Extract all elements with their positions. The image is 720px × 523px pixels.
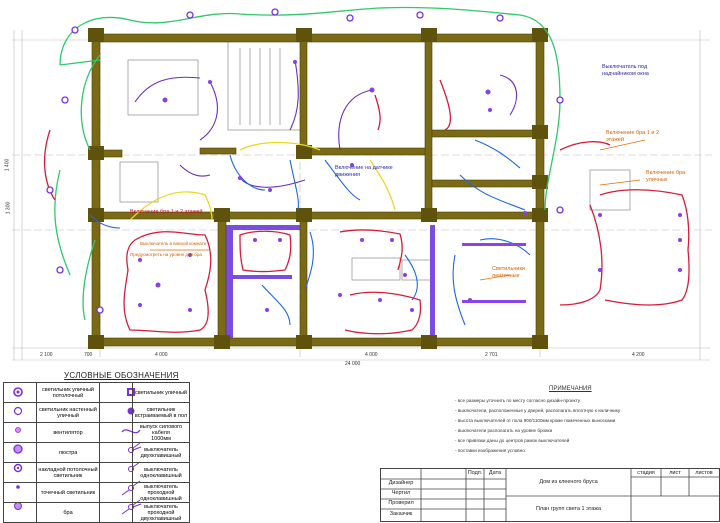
legend-label: бра	[36, 502, 100, 523]
legend-label: выпуск силового кабеля 1000мм	[132, 422, 190, 443]
legend-label: выключатель проходной двухклавишный	[132, 502, 190, 523]
notes-title: ПРИМЕЧАНИЯ	[549, 386, 592, 392]
stamp-sheet-title: План групп света 1 этажа	[535, 506, 602, 512]
legend-row: вентилятор выпуск силового кабеля 1000мм	[3, 422, 190, 443]
log-wall-ends	[88, 28, 548, 349]
legend-label: выключатель двухклавишный	[132, 442, 190, 463]
legend-label: светильник уличный	[132, 382, 190, 403]
dim-left-bottom: 1 300	[5, 201, 12, 215]
legend-label: светильник встраиваемый в пол	[132, 402, 190, 423]
legend-row: точечный светильник выключатель проходной…	[3, 482, 190, 503]
stamp-col-date: Дата	[488, 470, 502, 476]
legend-label: светильник настенный уличный	[36, 402, 100, 423]
bath-walls	[226, 225, 435, 345]
note-item: - выключатели располагать на уровне бров…	[455, 428, 553, 433]
blue-circuits	[89, 139, 531, 326]
label-bra-1-floor: Включение бра 1 и 2 этажей	[130, 209, 203, 215]
stamp-row-drafter: Чертил	[391, 490, 411, 496]
legend-label: накладной потолочный светильник	[36, 462, 100, 483]
orange-leaders	[150, 139, 646, 281]
dim-total: 24 000	[345, 361, 361, 367]
dim-b5: 2 701	[485, 352, 498, 358]
dim-b3: 4 000	[155, 352, 168, 358]
legend-row: светильник уличный потолочный светильник …	[3, 382, 190, 403]
light-fixtures	[46, 8, 682, 314]
dim-left-vertical: 1 400	[4, 158, 11, 172]
label-ribbon: Светильники ленточные	[492, 266, 525, 279]
note-item: - поставки изображения условно	[455, 448, 525, 453]
legend-row: бра выключатель проходной двухклавишный	[3, 502, 190, 523]
label-bra-2: Включение бра 1 и 2 этажей	[606, 130, 660, 143]
ribbon-lights	[462, 243, 526, 303]
legend-label: точечный светильник	[36, 482, 100, 503]
grid-lines	[12, 30, 712, 361]
legend-label: выключатель проходной одноклавишный	[132, 482, 190, 503]
note-item: - выключатели, расположенные у дверей, р…	[455, 408, 621, 413]
stamp-stadia: стадия	[637, 470, 655, 476]
legend-label: светильник уличный потолочный	[36, 382, 100, 403]
note-item: - высота выключателей от пола 900/1100мм…	[455, 418, 616, 423]
label-switch-sink: Выключатель под надчайником окна	[602, 64, 649, 77]
legend-title: УСЛОВНЫЕ ОБОЗНАЧЕНИЯ	[64, 371, 179, 380]
title-block: Подп. Дата Дизайнер Чертил Проверил Зака…	[380, 468, 720, 522]
dim-b4: 4 000	[365, 352, 378, 358]
label-switch-bath: Выключатель в ванной комнате	[140, 241, 207, 246]
label-bra-night: Включение бра уличных	[646, 170, 686, 183]
title-block-grid	[381, 469, 719, 521]
stamp-list: лист	[669, 470, 681, 476]
green-circuit	[54, 6, 561, 321]
red-circuits	[43, 79, 690, 335]
legend-row: светильник настенный уличный светильник в…	[3, 402, 190, 423]
stamp-row-checker: Проверил	[388, 500, 414, 506]
legend-row: накладной потолочный светильник выключате…	[3, 462, 190, 483]
dim-b2: 700	[84, 352, 93, 358]
dim-b6: 4 200	[632, 352, 645, 358]
legend-label: люстра	[36, 442, 100, 463]
stamp-col-pod: Подп.	[467, 470, 483, 476]
legend-label: вентилятор	[36, 422, 100, 443]
stamp-row-customer: Заказчик	[389, 511, 413, 517]
note-item: - все размеры уточнить по месту согласно…	[455, 398, 581, 403]
stamp-row-designer: Дизайнер	[388, 480, 414, 486]
label-switch-corr: Предусмотреть на уровне для бра	[130, 252, 202, 257]
legend-label: выключатель одноклавишный	[132, 462, 190, 483]
note-item: - все привязки даны до центров рамок вык…	[455, 438, 570, 443]
dim-b1: 2 100	[40, 352, 53, 358]
legend-row: люстра выключатель двухклавишный	[3, 442, 190, 463]
label-motion: Включение на датчике движения	[335, 165, 393, 178]
purple-circuits	[134, 59, 518, 188]
stamp-listov: листов	[695, 470, 713, 476]
stamp-title: Дом из клееного бруса	[539, 479, 598, 485]
yellow-circuits	[129, 141, 396, 221]
